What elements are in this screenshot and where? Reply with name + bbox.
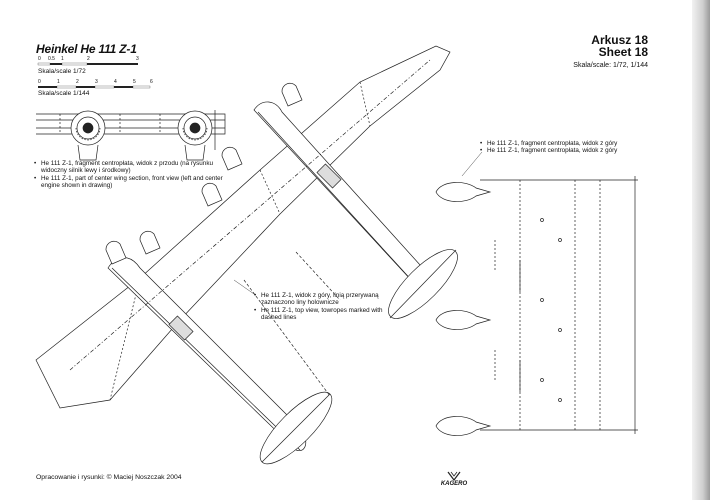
author-credit: Opracowanie i rysunki: © Maciej Noszczak…: [36, 474, 182, 481]
front-view-fragment: [36, 110, 226, 161]
scale-tick: 0.5: [48, 56, 55, 62]
kagero-logo: KAGERO: [434, 470, 474, 492]
page-title: Heinkel He 111 Z-1: [36, 42, 137, 56]
scale-tick: 3: [95, 79, 98, 85]
logo-mark: [447, 471, 461, 481]
center-section-fragment: [435, 176, 638, 436]
note-top-fragment: •He 111 Z-1, fragment centropłata, widok…: [480, 140, 618, 155]
note-text-pl: He 111 Z-1, fragment centropłata, widok …: [487, 140, 618, 147]
note-front-view: •He 111 Z-1, fragment centropłata, widok…: [34, 160, 226, 189]
sheet-number-en: Sheet 18: [598, 45, 648, 59]
note-text-en: He 111 Z-1, top view, towropes marked wi…: [261, 306, 383, 321]
scale-tick: 2: [87, 56, 90, 62]
scale-tick: 2: [76, 79, 79, 85]
scale-label-144: Skala/scale 1/144: [38, 90, 90, 97]
scale-label-72: Skala/scale 1/72: [38, 68, 86, 75]
note-text-pl: He 111 Z-1, fragment centropłata, widok …: [41, 160, 213, 175]
note-top-view: •He 111 Z-1, widok z góry, linią przeryw…: [254, 292, 404, 321]
scale-text: Skala/scale: 1/72, 1/144: [573, 62, 648, 69]
scale-tick: 0: [38, 79, 41, 85]
scale-tick: 5: [133, 79, 136, 85]
scale-tick: 4: [114, 79, 117, 85]
scale-tick: 6: [150, 79, 153, 85]
note-text-en: He 111 Z-1, fragment centropłata, widok …: [487, 147, 618, 155]
scale-tick: 1: [57, 79, 60, 85]
note-text-pl: He 111 Z-1, widok z góry, linią przerywa…: [261, 292, 379, 307]
scale-bar-144: [38, 85, 151, 89]
sheet-number: Arkusz 18 Sheet 18: [591, 34, 648, 58]
scale-tick: 0: [38, 56, 41, 62]
logo-text: KAGERO: [440, 481, 468, 487]
scale-tick: 1: [61, 56, 64, 62]
note-text-en: He 111 Z-1, part of center wing section,…: [41, 174, 223, 189]
scale-tick: 3: [136, 56, 139, 62]
sheet-number-pl: Arkusz 18: [591, 33, 648, 47]
he111z-top-view: [35, 45, 458, 465]
scale-bar-72: [37, 62, 138, 66]
binding-edge: [692, 0, 710, 500]
